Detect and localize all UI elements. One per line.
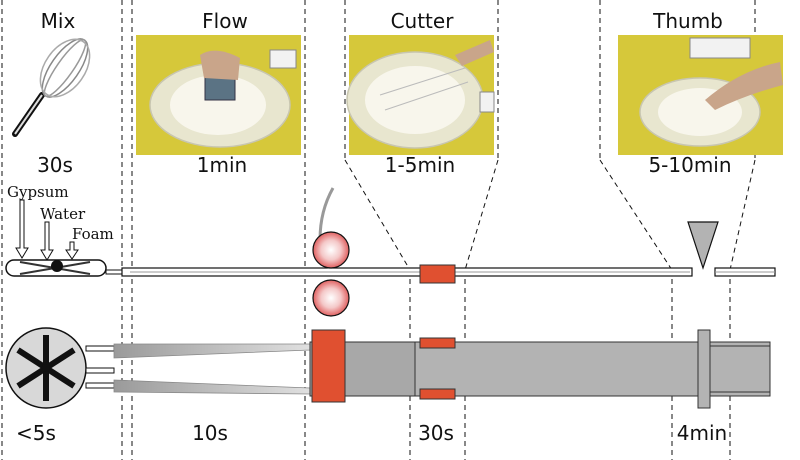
- knife-side: [419, 264, 456, 284]
- stage-title-flow: Flow: [202, 9, 248, 33]
- flow-channel-top: [113, 343, 311, 359]
- input-arrows: [15, 199, 79, 261]
- lab-time-cutter: 1-5min: [385, 153, 455, 177]
- input-foam: Foam: [72, 225, 114, 243]
- foam-arrow-icon: [65, 241, 79, 260]
- side-view-line: [121, 267, 776, 277]
- line-time-flow: 10s: [192, 421, 228, 445]
- board-top-view-shadow: [344, 341, 416, 397]
- divider-thumb-left-diag: [599, 159, 673, 271]
- lab-time-thumb: 5-10min: [648, 153, 731, 177]
- line-time-thumb: 4min: [677, 421, 727, 445]
- roller-top: [312, 231, 350, 269]
- divider-thumb-right-diag: [729, 159, 756, 271]
- mixer-top-view: [5, 327, 87, 409]
- divider-cutter-left-diag: [344, 159, 411, 271]
- knife-top-upper: [419, 337, 456, 349]
- lab-time-flow: 1min: [197, 153, 247, 177]
- roller-bottom: [312, 279, 350, 317]
- photo-cutter: [346, 35, 495, 155]
- divider-cutter-right-diag: [464, 159, 499, 271]
- photo-thumb: [618, 35, 783, 155]
- photo-flow: [136, 35, 301, 155]
- line-time-mix: <5s: [16, 421, 56, 445]
- knife-top-lower: [419, 388, 456, 400]
- lab-time-mix: 30s: [37, 153, 73, 177]
- stage-title-mix: Mix: [41, 9, 76, 33]
- input-gypsum: Gypsum: [7, 183, 69, 201]
- water-arrow-icon: [40, 221, 54, 261]
- mixer-side-view: [5, 259, 125, 277]
- line-time-cutter: 30s: [418, 421, 454, 445]
- flow-channel-bottom: [113, 379, 311, 395]
- thumb-cone-icon: [687, 221, 719, 270]
- thumb-probe: [697, 329, 711, 409]
- gypsum-arrow-icon: [15, 199, 29, 259]
- input-water: Water: [40, 205, 86, 223]
- mixer-outlets: [85, 345, 115, 389]
- whisk-icon: [12, 38, 91, 137]
- stage-title-cutter: Cutter: [391, 9, 455, 33]
- roller-plate: [311, 329, 346, 403]
- stage-title-thumb: Thumb: [652, 9, 723, 33]
- board-after-probe: [709, 345, 771, 393]
